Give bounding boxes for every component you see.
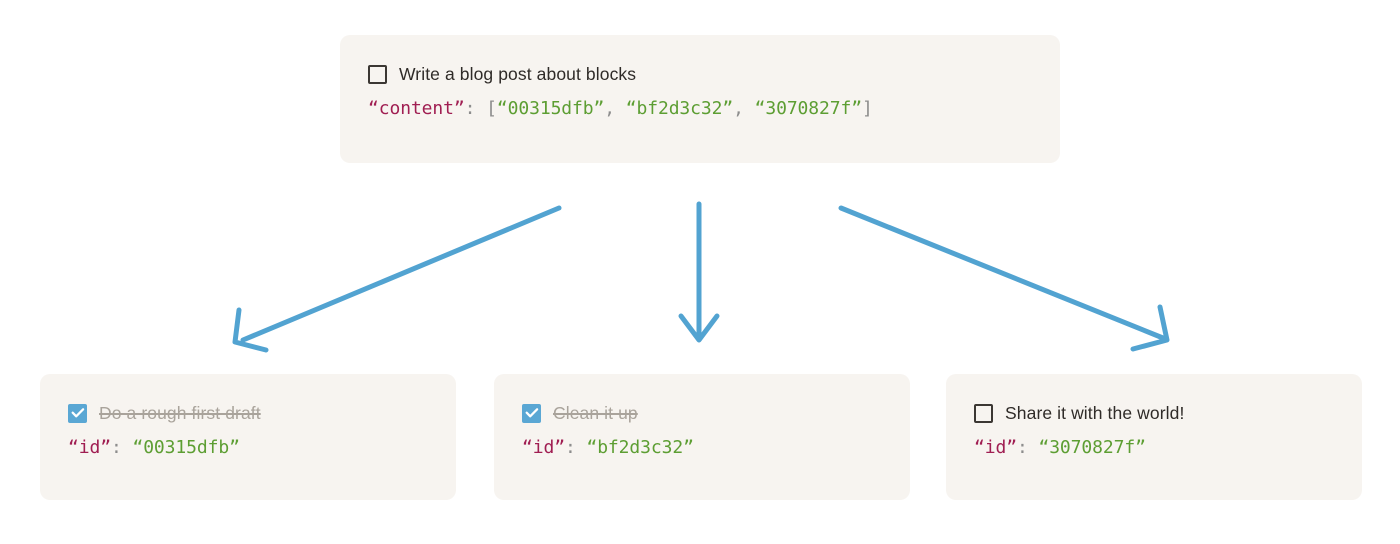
child-json-line-0: “id”: “00315dfb”: [68, 437, 428, 458]
child-json-line-2: “id”: “3070827f”: [974, 437, 1334, 458]
json-separator-1: ,: [733, 98, 755, 119]
json-space-0: [122, 437, 133, 458]
child-task-label-0: Do a rough first draft: [99, 402, 261, 423]
parent-task-label: Write a blog post about blocks: [399, 63, 637, 84]
child-card-body-0: Do a rough first draft “id”: “00315dfb”: [40, 374, 456, 482]
child-task-row-1: Clean it up: [522, 400, 882, 426]
child-task-label-2: Share it with the world!: [1005, 402, 1185, 423]
json-key-id-0: “id”: [68, 437, 111, 458]
child-card-body-1: Clean it up “id”: “bf2d3c32”: [494, 374, 910, 482]
json-separator-0: ,: [604, 98, 626, 119]
checkbox-checked-icon[interactable]: [522, 403, 541, 423]
json-space-2: [1028, 437, 1039, 458]
json-colon-2: :: [1016, 437, 1028, 458]
json-close-bracket: ]: [861, 98, 873, 119]
checkbox-checked-icon[interactable]: [68, 403, 87, 423]
child-card-body-2: Share it with the world! “id”: “3070827f…: [946, 374, 1362, 482]
json-space-1: [475, 98, 486, 119]
json-key-id-2: “id”: [974, 437, 1017, 458]
json-key-content: “content”: [368, 98, 465, 119]
child-task-row-0: Do a rough first draft: [68, 400, 428, 426]
parent-task-row: Write a blog post about blocks: [368, 61, 1032, 87]
json-value-1: “bf2d3c32”: [625, 98, 734, 119]
child-task-row-2: Share it with the world!: [974, 400, 1334, 426]
json-id-value-1: “bf2d3c32”: [586, 437, 694, 458]
child-block-card-1[interactable]: Clean it up “id”: “bf2d3c32”: [494, 374, 910, 500]
checkbox-unchecked-icon[interactable]: [974, 403, 993, 423]
json-open-bracket: [: [486, 98, 497, 119]
child-block-card-2[interactable]: Share it with the world! “id”: “3070827f…: [946, 374, 1362, 500]
parent-card-body: Write a blog post about blocks “content”…: [340, 35, 1060, 143]
child-json-line-1: “id”: “bf2d3c32”: [522, 437, 882, 458]
parent-json-line: “content”: [“00315dfb”, “bf2d3c32”, “307…: [368, 98, 1032, 119]
child-task-label-1: Clean it up: [553, 402, 638, 423]
arrow-to-child-2: [838, 205, 1170, 352]
arrow-to-child-1: [678, 201, 720, 343]
arrow-to-child-0: [232, 205, 562, 353]
json-value-2: “3070827f”: [754, 98, 862, 119]
json-space-1: [576, 437, 587, 458]
json-id-value-0: “00315dfb”: [132, 437, 240, 458]
json-colon-0: :: [110, 437, 122, 458]
parent-block-card[interactable]: Write a blog post about blocks “content”…: [340, 35, 1060, 163]
json-colon: :: [464, 98, 476, 119]
child-block-card-0[interactable]: Do a rough first draft “id”: “00315dfb”: [40, 374, 456, 500]
json-value-0: “00315dfb”: [496, 98, 605, 119]
json-key-id-1: “id”: [522, 437, 565, 458]
json-id-value-2: “3070827f”: [1038, 437, 1146, 458]
json-colon-1: :: [564, 437, 576, 458]
checkbox-unchecked-icon[interactable]: [368, 64, 387, 84]
